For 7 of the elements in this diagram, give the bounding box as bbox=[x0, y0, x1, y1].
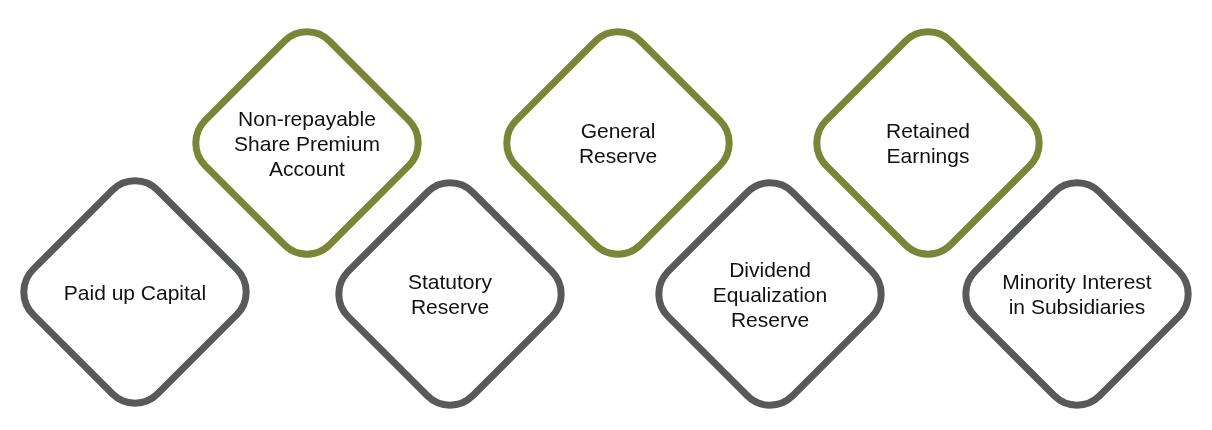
node-label: Paid up Capital bbox=[62, 279, 208, 305]
node-label: Retained Earnings bbox=[884, 118, 972, 168]
node-label: Statutory Reserve bbox=[406, 269, 493, 319]
node-label: Non-repayable Share Premium Account bbox=[233, 105, 381, 181]
node-label: Dividend Equalization Reserve bbox=[711, 256, 829, 332]
node-label: General Reserve bbox=[577, 118, 659, 168]
node-label: Minority Interest in Subsidiaries bbox=[1002, 269, 1152, 319]
